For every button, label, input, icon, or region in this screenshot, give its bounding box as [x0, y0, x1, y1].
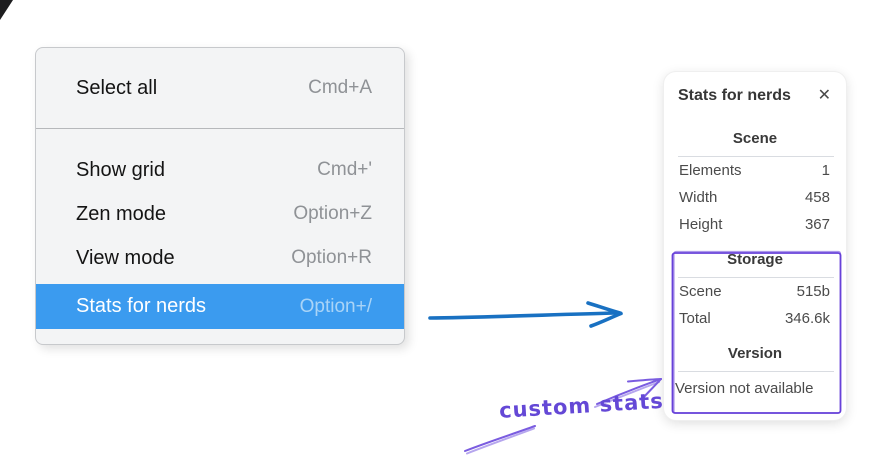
menu-divider [36, 128, 404, 129]
menu-group: Show grid Cmd+' Zen mode Option+Z View m… [36, 129, 404, 329]
menu-item-shortcut: Option+R [291, 247, 372, 268]
menu-item-view-mode[interactable]: View mode Option+R [36, 236, 404, 280]
menu-item-stats-for-nerds[interactable]: Stats for nerds Option+/ [36, 284, 404, 329]
section-divider [678, 277, 834, 278]
menu-item-label: Select all [76, 76, 158, 99]
context-menu: Select all Cmd+A Show grid Cmd+' Zen mod… [35, 47, 405, 345]
section-heading-storage: Storage [727, 251, 783, 268]
menu-item-shortcut: Option+/ [299, 295, 372, 317]
stat-value: 367 [804, 216, 830, 233]
menu-item-label: Zen mode [76, 202, 167, 225]
annotation-custom-stats: custom stats [498, 388, 665, 423]
stat-row-total-storage: Total 346.6k [664, 305, 846, 332]
stat-label: Scene [679, 283, 722, 300]
stat-label: Width [679, 189, 718, 206]
stats-panel: Stats for nerds ✕ Scene Elements 1 Width… [664, 72, 846, 420]
stat-value: 458 [804, 189, 830, 206]
menu-item-label: Stats for nerds [76, 295, 207, 317]
stats-panel-header: Stats for nerds ✕ [664, 72, 846, 105]
stat-value: 1 [821, 162, 830, 179]
close-icon[interactable]: ✕ [817, 87, 831, 104]
menu-item-show-grid[interactable]: Show grid Cmd+' [36, 148, 404, 192]
cursor-fragment [0, 0, 13, 20]
menu-item-shortcut: Cmd+' [317, 159, 372, 180]
stat-label: Total [679, 310, 711, 327]
section-divider [678, 156, 834, 157]
blue-arrow-drawing [428, 301, 623, 328]
stat-row-elements: Elements 1 [664, 157, 846, 184]
stat-row-height: Height 367 [664, 211, 846, 238]
menu-item-shortcut: Cmd+A [308, 77, 372, 98]
stats-panel-title: Stats for nerds [678, 87, 791, 104]
stat-value: 515b [796, 283, 830, 300]
stat-value: 346.6k [784, 310, 830, 327]
menu-item-shortcut: Option+Z [293, 203, 372, 224]
section-divider [678, 371, 834, 372]
version-note: Version not available [675, 380, 814, 397]
stat-label: Height [679, 216, 723, 233]
stat-row-scene-storage: Scene 515b [664, 278, 846, 305]
menu-item-zen-mode[interactable]: Zen mode Option+Z [36, 192, 404, 236]
purple-rectangle-drawing [671, 250, 842, 414]
section-heading-version: Version [727, 345, 783, 362]
menu-item-select-all[interactable]: Select all Cmd+A [36, 48, 404, 128]
menu-item-label: View mode [76, 246, 175, 269]
stat-label: Elements [679, 162, 742, 179]
section-heading-scene: Scene [732, 130, 778, 147]
stat-row-width: Width 458 [664, 184, 846, 211]
menu-item-label: Show grid [76, 158, 165, 181]
